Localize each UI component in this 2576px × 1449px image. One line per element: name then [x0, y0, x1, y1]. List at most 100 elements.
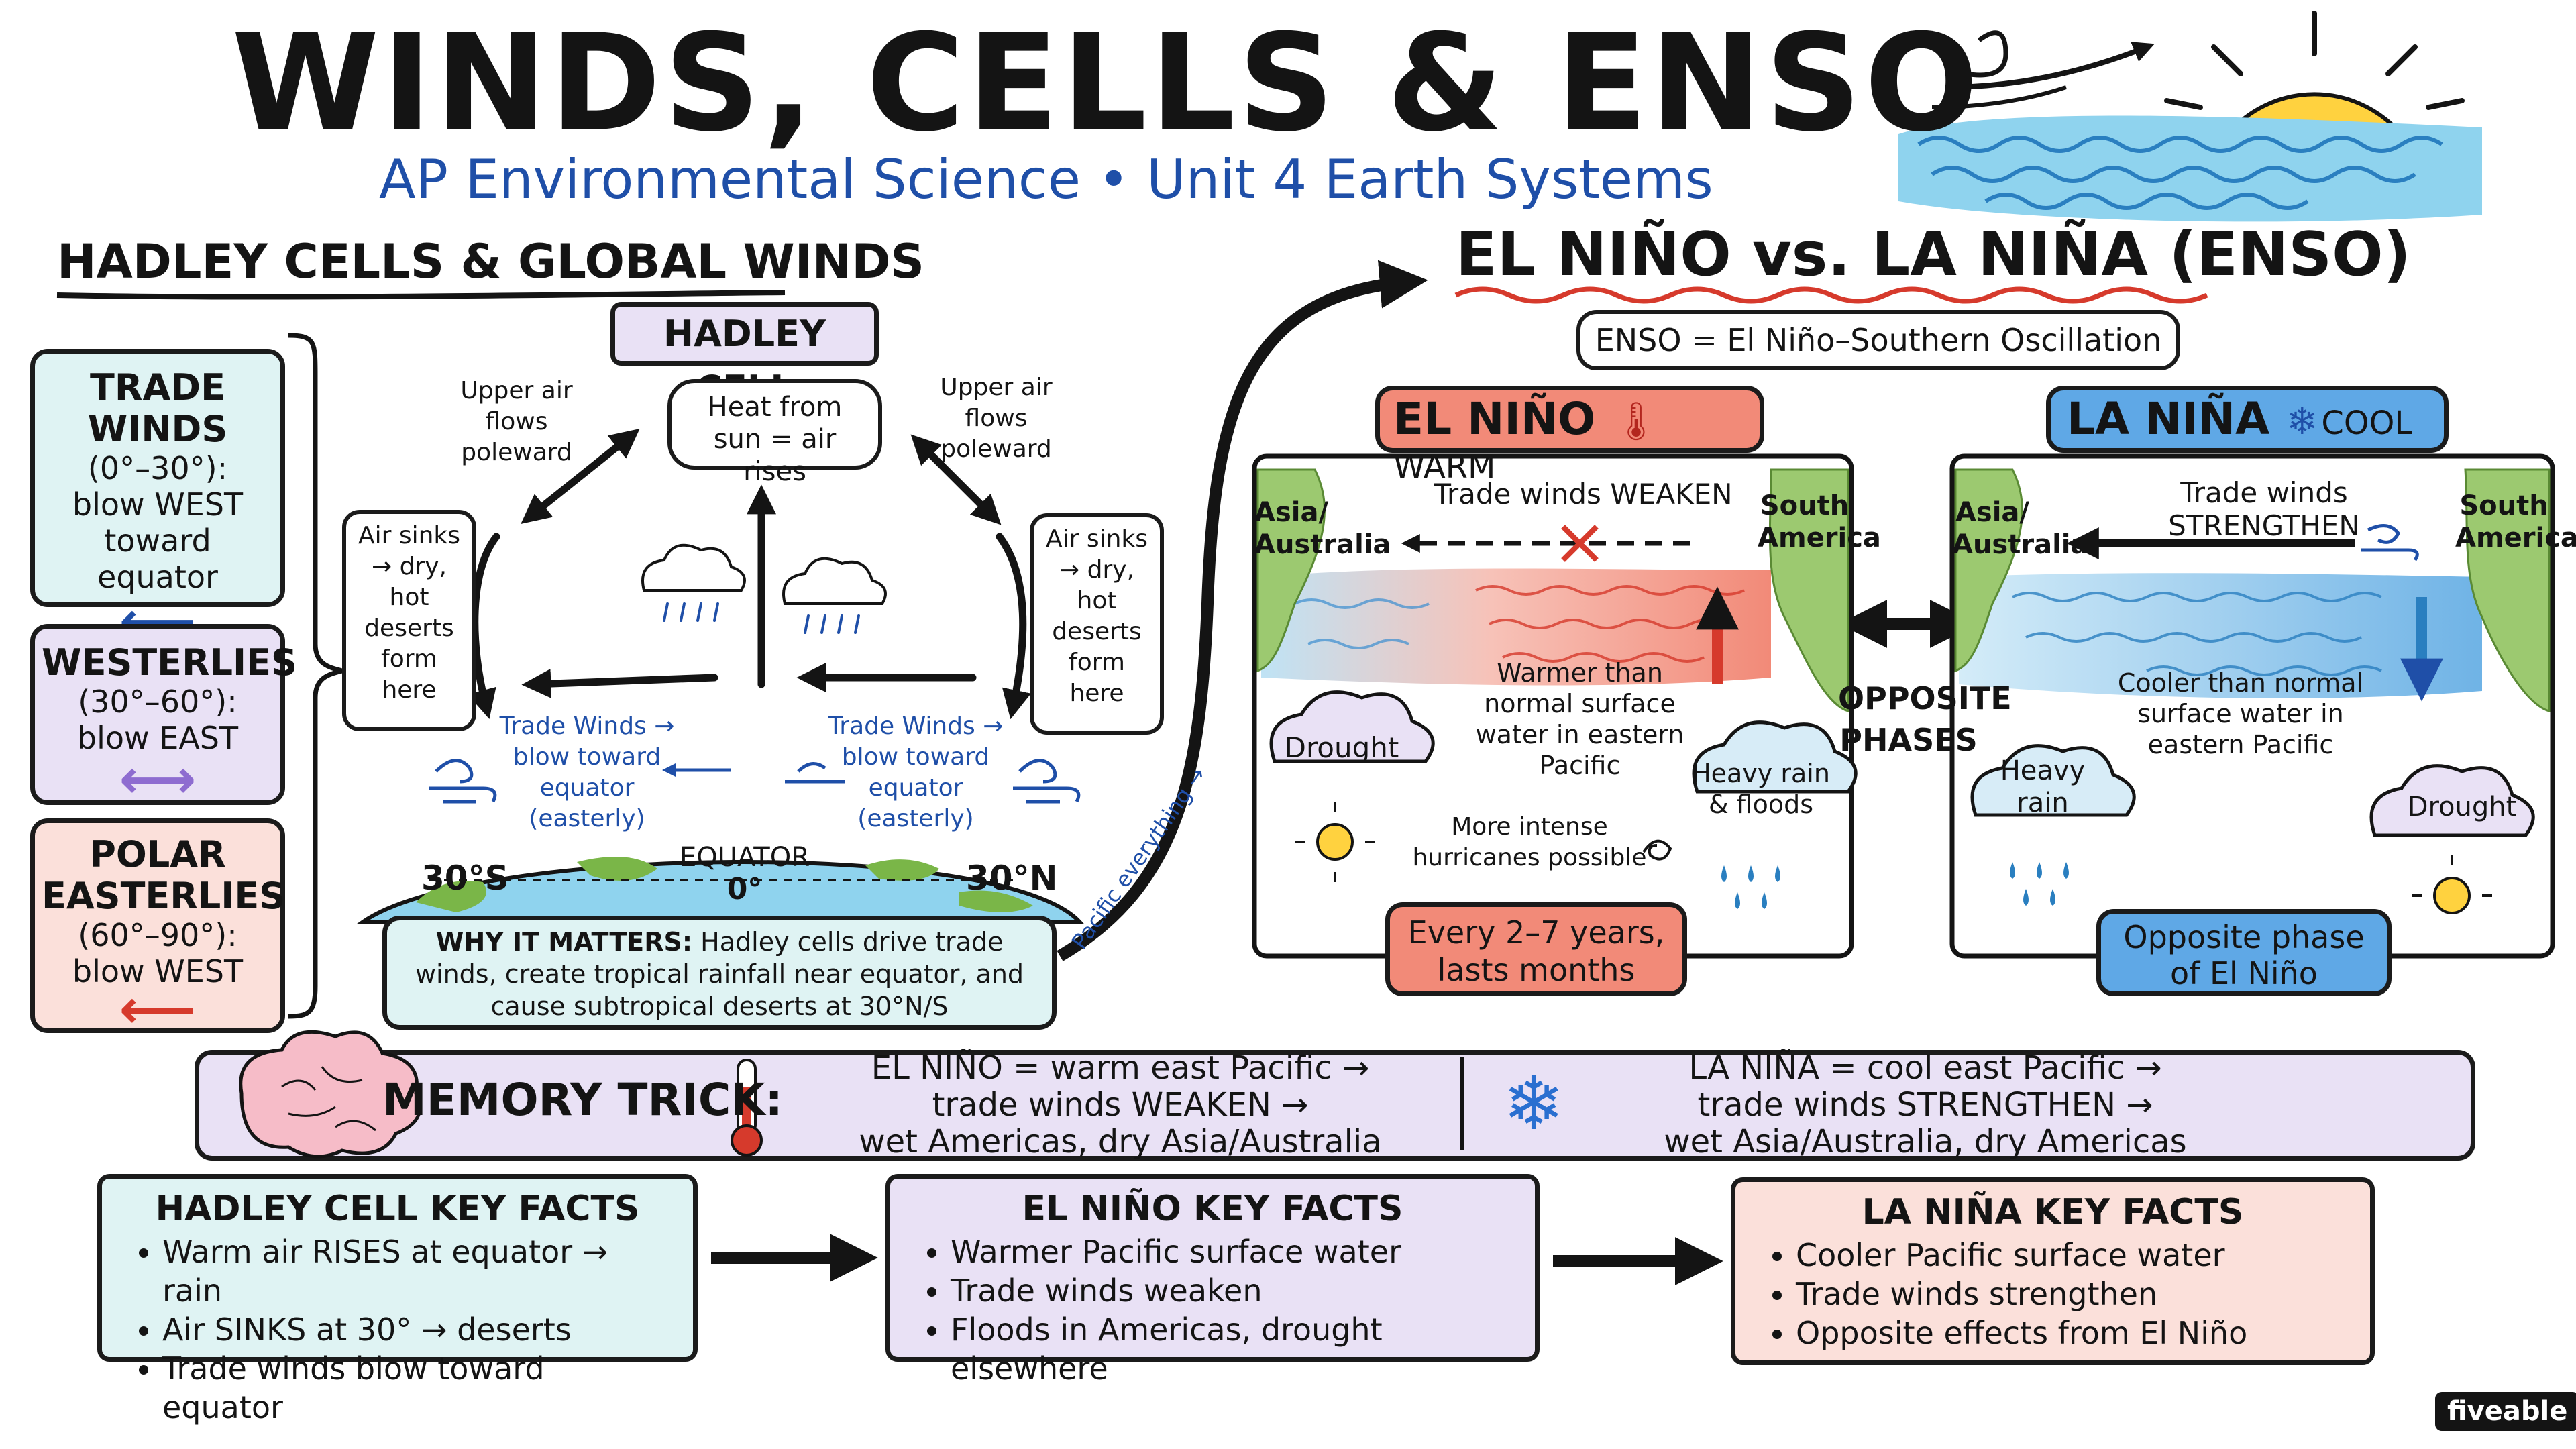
el-nino-drought: Drought	[1284, 731, 1399, 764]
el-nino-key-facts: EL NIÑO KEY FACTS Warmer Pacific surface…	[885, 1174, 1540, 1387]
polar-easterlies-range: (60°–90°):	[78, 917, 237, 953]
upper-air-left: Upper air flows poleward	[460, 377, 573, 466]
trade-winds-desc: blow WEST toward equator	[72, 486, 244, 595]
sinks-right-text: Air sinks → dry, hot deserts form here	[1045, 525, 1148, 707]
snowflake-icon: ❄	[2286, 400, 2318, 443]
upper-air-right: Upper air flows poleward	[940, 374, 1053, 463]
trade-winds-box: TRADE WINDS (0°–30°): blow WEST toward e…	[30, 349, 285, 649]
polar-easterlies-title: POLAR EASTERLIES	[42, 833, 286, 917]
memory-la-line-2: trade winds STRENGTHEN →	[1697, 1086, 2153, 1124]
list-item: Floods in Americas, drought elsewhere	[951, 1310, 1501, 1388]
double-arrow-icon: ⟷	[119, 748, 197, 810]
hadley-key-facts: HADLEY CELL KEY FACTS Warm air RISES at …	[97, 1174, 698, 1426]
hadley-key-facts-title: HADLEY CELL KEY FACTS	[155, 1189, 640, 1229]
westerlies-desc: blow EAST	[76, 720, 239, 756]
la-nina-water: Cooler than normal surface water in east…	[2117, 668, 2364, 759]
thermometer-small-icon: 🌡	[1612, 400, 1660, 443]
memory-la-nina: LA NIÑA = cool east Pacific → trade wind…	[1590, 1050, 2261, 1161]
el-nino-water: Warmer than normal surface water in east…	[1475, 658, 1684, 780]
enso-definition: ENSO = El Niño–Southern Oscillation	[1595, 322, 2162, 358]
sinks-right-bubble: Air sinks → dry, hot deserts form here	[1030, 513, 1164, 735]
trade-winds-left: Trade Winds → blow toward equator (easte…	[499, 712, 675, 833]
list-item: Trade winds strengthen	[1796, 1275, 2337, 1313]
heading-underline	[56, 290, 786, 300]
brain-icon	[239, 1030, 422, 1159]
el-nino-asia: Asia/ Australia	[1254, 497, 1391, 560]
lat-30s: 30°S	[421, 859, 509, 898]
trade-winds-title: TRADE WINDS	[87, 366, 228, 450]
trade-winds-right: Trade Winds → blow toward equator (easte…	[828, 712, 1004, 833]
memory-label: MEMORY TRICK:	[382, 1074, 783, 1126]
la-nina-asia: Asia/ Australia	[1952, 497, 2089, 560]
west-arrow-red-icon: ⟵	[119, 978, 197, 1040]
lat-30n: 30°N	[966, 859, 1058, 898]
la-nina-phase: Opposite phase of El Niño	[2123, 919, 2365, 991]
la-nina-key-facts-title: LA NIÑA KEY FACTS	[1862, 1192, 2244, 1232]
la-nina-drought: Drought	[2407, 792, 2517, 822]
equator-label: EQUATOR	[679, 842, 810, 873]
list-item: Opposite effects from El Niño	[1796, 1313, 2337, 1352]
el-nino-label: EL NIÑO	[1393, 393, 1596, 445]
el-nino-frequency: Every 2–7 years, lasts months	[1407, 914, 1665, 988]
wind-swirl-icon	[429, 759, 1081, 804]
westerlies-title: WESTERLIES	[42, 641, 297, 684]
el-nino-map	[1252, 453, 1858, 959]
heat-bubble: Heat from sun = air rises	[667, 379, 882, 487]
el-nino-america: South America	[1758, 490, 1881, 553]
trade-winds-range: (0°–30°):	[87, 450, 228, 486]
heat-text: Heat from sun = air rises	[707, 392, 843, 487]
la-nina-phase-box: Opposite phase of El Niño	[2096, 909, 2392, 996]
sinks-left-text: Air sinks → dry, hot deserts form here	[358, 522, 461, 704]
el-nino-trade: Trade winds WEAKEN	[1434, 478, 1733, 511]
el-nino-rain: Heavy rain & floods	[1692, 759, 1830, 819]
la-nina-tag: LA NIÑA ❄ COOL	[2046, 386, 2449, 453]
enso-definition-bubble: ENSO = El Niño–Southern Oscillation	[1576, 310, 2180, 370]
el-nino-tag: EL NIÑO 🌡 WARM	[1375, 386, 1764, 486]
sun-waves-icon	[1898, 11, 2482, 222]
brand-logo: fiveable	[2435, 1392, 2576, 1431]
la-nina-label: LA NIÑA	[2067, 393, 2270, 445]
el-nino-frequency-box: Every 2–7 years, lasts months	[1385, 902, 1687, 996]
hadley-cell-label-box: HADLEY CELL	[610, 302, 879, 410]
why-it-matters-box: WHY IT MATTERS: Hadley cells drive trade…	[382, 916, 1057, 1030]
why-label: WHY IT MATTERS:	[435, 927, 693, 957]
why-text: Hadley cells drive trade winds, create t…	[415, 927, 1024, 1021]
la-nina-key-facts: LA NIÑA KEY FACTS Cooler Pacific surface…	[1731, 1177, 2375, 1365]
memory-el-line-3: wet Americas, dry Asia/Australia	[859, 1123, 1382, 1161]
polar-easterlies-box: POLAR EASTERLIES (60°–90°): blow WEST ⟵	[30, 818, 286, 1040]
la-nina-america: South America	[2455, 490, 2576, 553]
polar-easterlies-desc: blow WEST	[72, 953, 244, 989]
el-nino-key-facts-title: EL NIÑO KEY FACTS	[1022, 1189, 1403, 1229]
hurricane-icon	[1642, 839, 1672, 861]
hadley-heading: HADLEY CELLS & GLOBAL WINDS	[57, 234, 924, 289]
page-title: WINDS, CELLS & ENSO	[231, 5, 1982, 162]
link-arrow	[1057, 260, 1428, 961]
westerlies-box: WESTERLIES (30°–60°): blow EAST ⟷	[30, 624, 297, 810]
heading-wavy-underline	[1454, 286, 2208, 304]
el-nino-warm: WARM	[1393, 448, 1496, 486]
globe-icon	[356, 857, 1085, 924]
opposite-phases: OPPOSITE PHASES	[1838, 680, 2012, 758]
la-nina-rain: Heavy rain	[2000, 755, 2086, 818]
memory-la-line-3: wet Asia/Australia, dry Americas	[1664, 1123, 2187, 1161]
enso-heading: EL NIÑO vs. LA NIÑA (ENSO)	[1456, 219, 2411, 290]
la-nina-map	[1949, 453, 2555, 959]
list-item: Air SINKS at 30° → deserts	[162, 1310, 659, 1349]
memory-la-line-1: LA NIÑA = cool east Pacific →	[1688, 1049, 2162, 1087]
memory-el-line-2: trade winds WEAKEN →	[932, 1086, 1309, 1124]
la-nina-cool: COOL	[2321, 405, 2413, 442]
snowflake-large-icon: ❄	[1503, 1061, 1565, 1146]
equator-degree: 0°	[727, 872, 763, 906]
thermometer-icon	[731, 1059, 763, 1157]
memory-el-nino: EL NIÑO = warm east Pacific → trade wind…	[785, 1050, 1456, 1161]
sinks-left-bubble: Air sinks → dry, hot deserts form here	[342, 510, 476, 731]
el-nino-hurricanes: More intense hurricanes possible	[1412, 813, 1647, 871]
list-item: Trade winds weaken	[951, 1271, 1501, 1310]
list-item: Warm air RISES at equator → rain	[162, 1232, 659, 1310]
la-nina-trade: Trade winds STRENGTHEN	[2168, 476, 2360, 542]
page-subtitle: AP Environmental Science • Unit 4 Earth …	[379, 148, 1713, 211]
list-item: Warmer Pacific surface water	[951, 1232, 1501, 1271]
memory-el-line-1: EL NIÑO = warm east Pacific →	[871, 1049, 1370, 1087]
westerlies-range: (30°–60°):	[78, 684, 237, 720]
rain-cloud-icon	[641, 543, 887, 605]
